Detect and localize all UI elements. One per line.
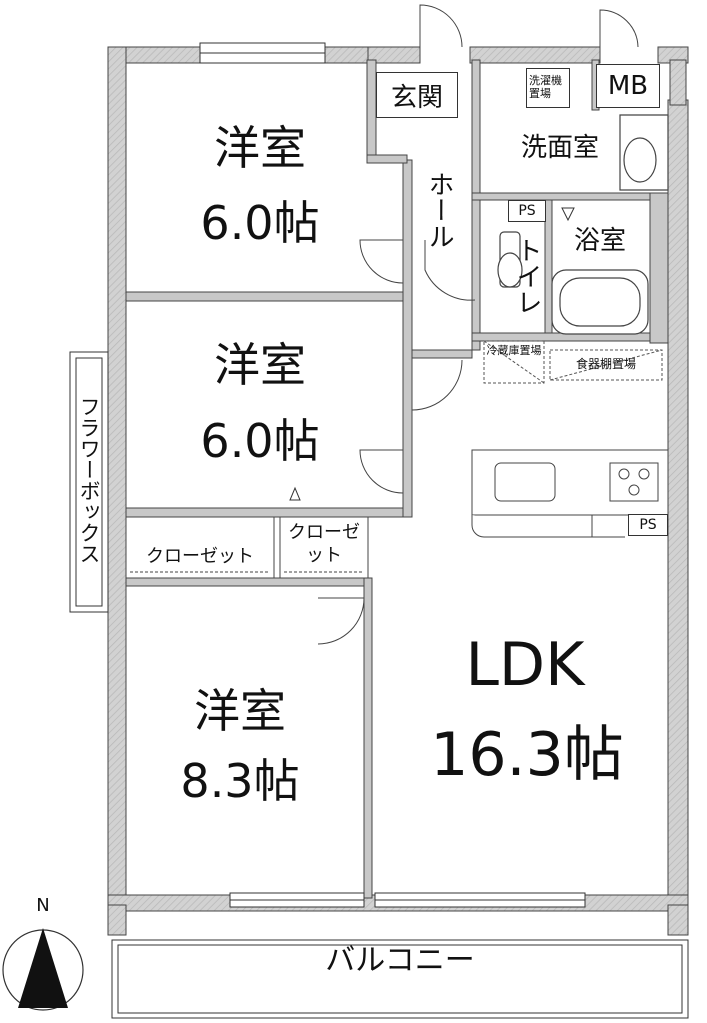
windows [199,42,586,908]
western-room-2-name: 洋室 [214,338,306,392]
hall-label: ホール [424,171,454,249]
western-room-3-size: 8.3帖 [180,754,300,808]
appliance-spaces [483,340,663,384]
balcony-label: バルコニー [325,943,475,978]
shelf-space-label: 食器棚置場 [575,357,636,371]
kitchen-counter [471,449,669,538]
washroom-label: 洗面室 [520,133,599,163]
door-swings [317,4,639,645]
washer-space-label: 洗濯機置場 [526,68,570,108]
north-label: N [36,895,50,916]
western-room-3-name: 洋室 [194,684,286,738]
bathtub [551,269,649,335]
ldk-size: 16.3帖 [430,720,624,790]
door-markers [289,207,575,501]
toilet-label: トイレ [512,236,542,315]
western-room-2-size: 6.0帖 [200,414,320,468]
interior-walls [125,59,669,899]
ps-kitchen-label: PS [628,514,668,536]
entrance-label: 玄関 [376,72,458,118]
flower-box-label: フラワーボックス [77,396,101,564]
compass-icon [2,928,84,1011]
balcony-outline [111,939,689,1019]
ps-upper-label: PS [508,200,546,222]
toilet-fixture [497,231,523,288]
ldk-name: LDK [465,630,585,700]
western-room-1-size: 6.0帖 [200,196,320,250]
bathroom-label: 浴室 [573,226,626,256]
closet-2-label: クローゼット [288,522,360,566]
western-room-1-name: 洋室 [214,121,306,175]
mb-label: MB [596,64,660,108]
closet-1-label: クローゼット [146,546,254,567]
washbasin [619,114,669,191]
fridge-space-label: 冷蔵庫置場 [486,344,542,357]
closet-areas [125,516,369,579]
